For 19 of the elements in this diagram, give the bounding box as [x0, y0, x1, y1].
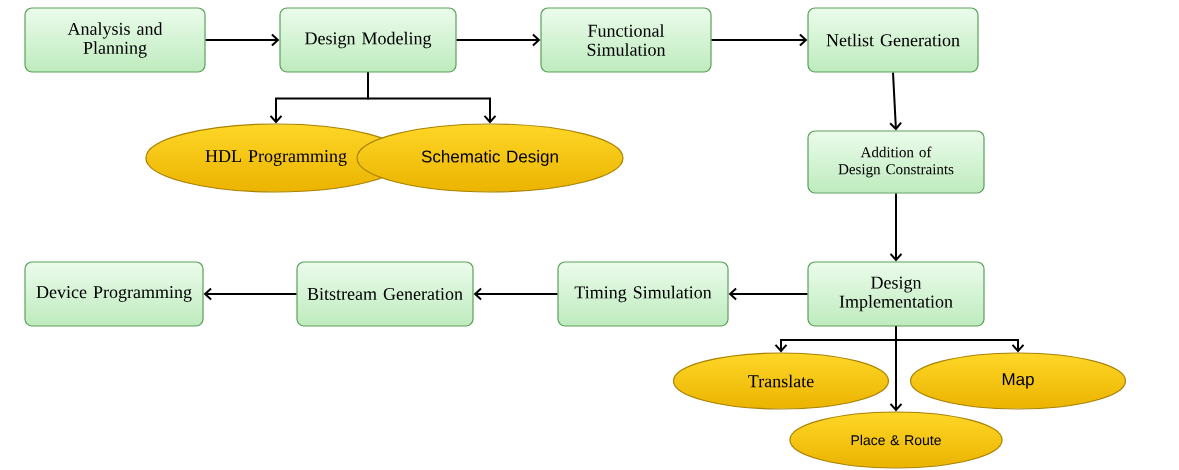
process-box: Addition of Design Constraints: [807, 130, 985, 194]
arrow: [367, 71, 497, 124]
arrow: [473, 287, 559, 301]
process-box: Netlist Generation: [807, 7, 979, 73]
process-box: Timing Simulation: [557, 261, 729, 327]
arrow: [710, 33, 808, 47]
arrow: [455, 33, 541, 47]
arrow: [203, 287, 298, 301]
arrow: [889, 71, 903, 131]
arrow: [889, 325, 903, 412]
arrow: [728, 287, 809, 301]
process-box: Analysis and Planning: [24, 7, 206, 73]
process-box: Bitstream Generation: [296, 261, 474, 327]
process-box: Functional Simulation: [540, 7, 712, 73]
process-box: Design Modeling: [279, 7, 457, 73]
arrow: [204, 33, 280, 47]
process-box: Design Implementation: [807, 261, 985, 327]
process-box: Device Programming: [24, 261, 204, 327]
arrow: [889, 192, 903, 262]
